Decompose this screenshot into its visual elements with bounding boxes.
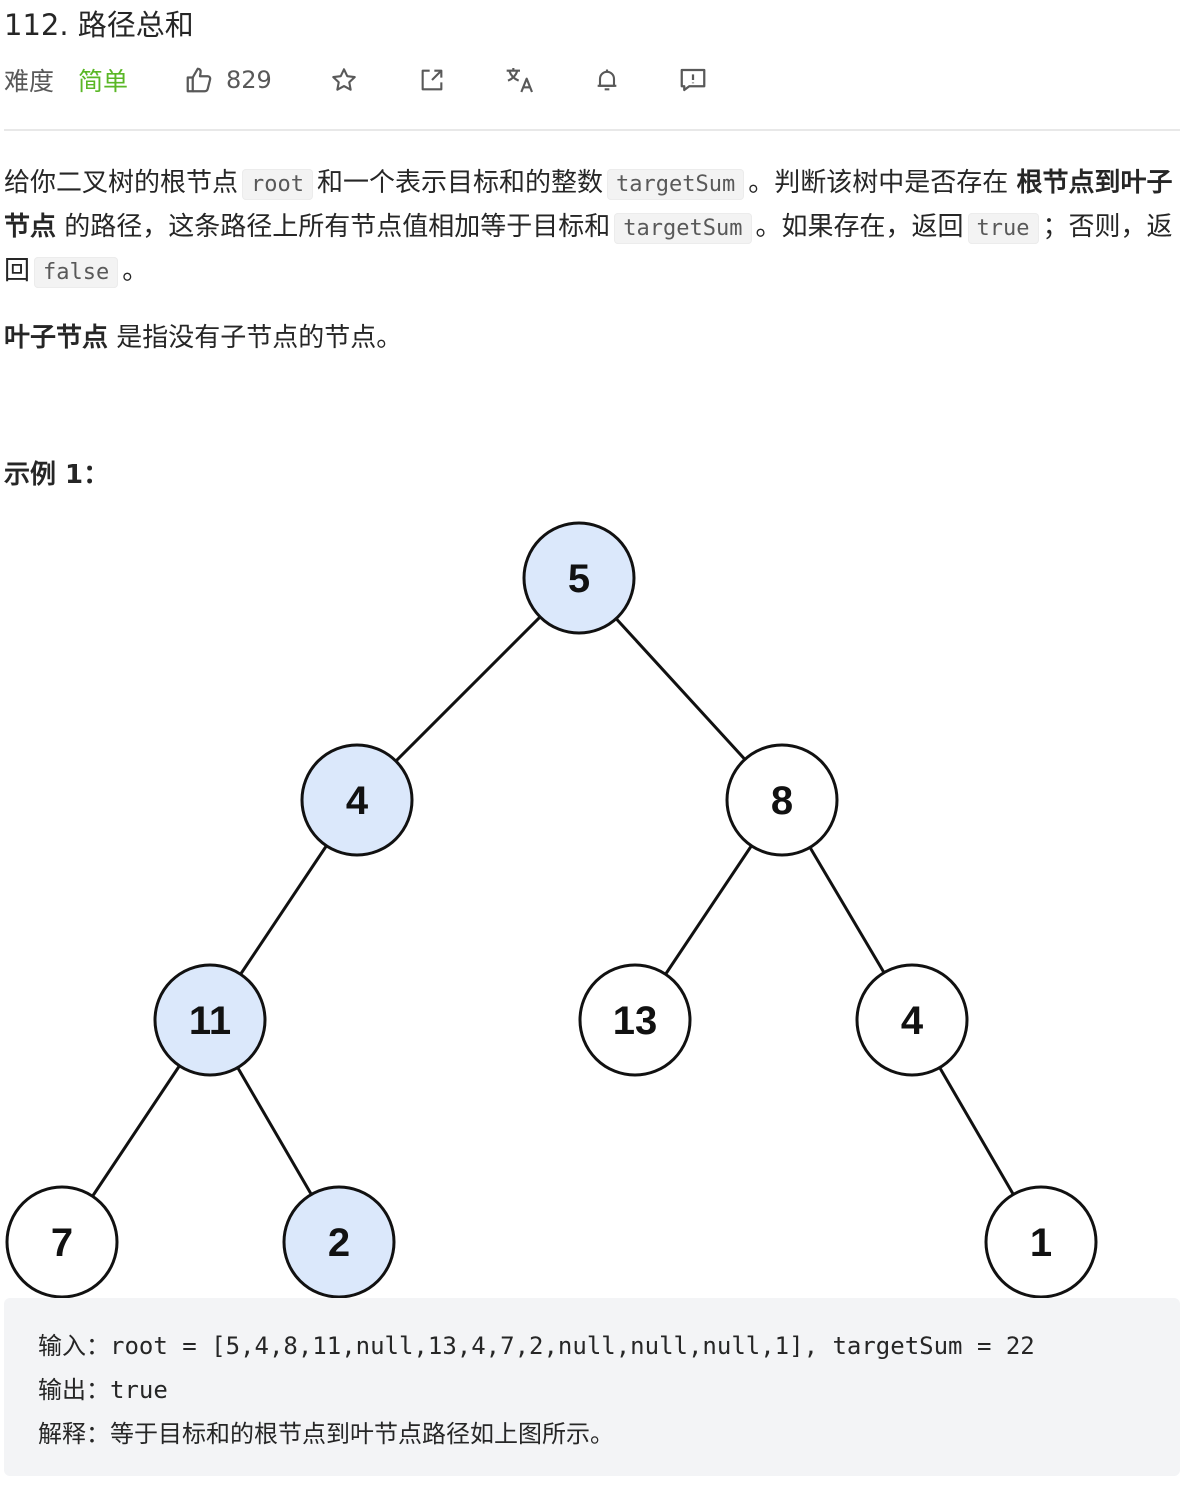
tree-node-label: 13 <box>613 999 658 1043</box>
problem-toolbar: 难度 简单 829 <box>4 62 1184 98</box>
tree-node-label: 1 <box>1030 1221 1052 1265</box>
tree-edge <box>615 617 746 761</box>
example-title: 示例 1： <box>4 460 110 490</box>
tree-node-circle <box>855 963 969 1077</box>
tree-node: 7 <box>5 1185 119 1299</box>
tree-node: 5 <box>522 521 636 635</box>
tree-node-circle <box>984 1185 1098 1299</box>
tree-node: 1 <box>984 1185 1098 1299</box>
tree-edge <box>938 1066 1015 1196</box>
code-targetsum: targetSum <box>607 169 745 200</box>
tree-node-label: 2 <box>328 1221 350 1265</box>
tree-edge <box>808 846 886 974</box>
header-divider <box>4 129 1180 131</box>
code-root: root <box>242 169 313 200</box>
tree-node-label: 4 <box>901 999 924 1043</box>
example-output-line: 输出：true <box>38 1376 168 1404</box>
code-false: false <box>34 257 119 288</box>
translate-icon <box>506 68 533 93</box>
translate-button[interactable] <box>504 62 536 98</box>
like-count: 829 <box>226 66 272 94</box>
tree-edge <box>91 1064 181 1198</box>
tree-edge <box>664 844 753 976</box>
thumbs-up-icon <box>186 67 212 93</box>
example-input-line: 输入：root = [5,4,8,11,null,13,4,7,2,null,n… <box>38 1332 1035 1360</box>
share-icon <box>421 69 443 91</box>
difficulty-badge: 简单 <box>78 67 129 96</box>
bold-root-to-leaf: 根节点到叶子节点 <box>4 168 1173 242</box>
problem-title: 112. 路径总和 <box>4 8 194 42</box>
example-code-block: 输入：root = [5,4,8,11,null,13,4,7,2,null,n… <box>4 1298 1180 1476</box>
leaf-definition: 叶子节点 是指没有子节点的节点。 <box>4 323 403 353</box>
favorite-button[interactable] <box>328 62 360 98</box>
tree-node-label: 7 <box>51 1221 73 1265</box>
tree-node-circle <box>522 521 636 635</box>
tree-node-circle <box>282 1185 396 1299</box>
tree-node: 8 <box>725 743 839 857</box>
like-button[interactable]: 829 <box>184 62 272 98</box>
share-button[interactable] <box>416 62 448 98</box>
code-targetsum-2: targetSum <box>614 213 752 244</box>
tree-node: 13 <box>578 963 692 1077</box>
tree-node: 11 <box>153 963 267 1077</box>
tree-edge <box>394 615 542 763</box>
tree-edge <box>239 844 328 976</box>
tree-node-circle <box>300 743 414 857</box>
star-icon <box>332 68 356 91</box>
tree-node-circle <box>725 743 839 857</box>
difficulty-label: 难度 <box>4 67 55 96</box>
bold-leaf: 叶子节点 <box>4 323 109 353</box>
feedback-icon <box>680 68 706 92</box>
tree-node-label: 8 <box>771 779 793 823</box>
bell-icon <box>597 69 617 91</box>
example-explanation-line: 解释：等于目标和的根节点到叶节点路径如上图所示。 <box>38 1420 614 1448</box>
feedback-button[interactable] <box>677 62 709 98</box>
notify-button[interactable] <box>591 62 623 98</box>
code-true: true <box>967 213 1039 244</box>
example-tree-figure: 5 4 8 11 13 4 7 2 1 <box>5 521 1098 1299</box>
tree-node-circle <box>578 963 692 1077</box>
tree-node: 4 <box>855 963 969 1077</box>
tree-node-circle <box>5 1185 119 1299</box>
tree-edge <box>236 1066 313 1196</box>
tree-node-circle <box>153 963 267 1077</box>
tree-node-label: 4 <box>346 779 369 823</box>
tree-node: 2 <box>282 1185 396 1299</box>
tree-node-label: 5 <box>568 557 590 601</box>
tree-node-label: 11 <box>189 999 231 1043</box>
tree-node: 4 <box>300 743 414 857</box>
